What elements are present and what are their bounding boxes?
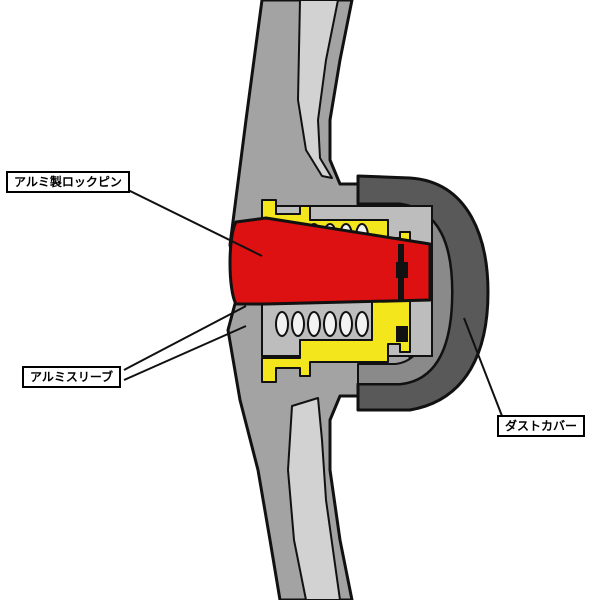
body-highlight-bottom xyxy=(287,397,341,600)
retainer-bottom xyxy=(396,326,408,342)
leader-sleeve-b xyxy=(123,325,247,381)
label-sleeve: アルミスリーブ xyxy=(22,366,122,388)
leader-dust-cover xyxy=(463,317,503,417)
label-lock-pin: アルミ製ロックピン xyxy=(6,171,130,193)
aluminium-lock-pin xyxy=(228,216,432,306)
label-dust-cover: ダストカバー xyxy=(497,415,586,437)
leader-lock-pin xyxy=(123,187,263,257)
leader-sleeve-a xyxy=(123,305,247,371)
body-highlight-top xyxy=(297,0,339,179)
retainer-top xyxy=(396,262,408,278)
